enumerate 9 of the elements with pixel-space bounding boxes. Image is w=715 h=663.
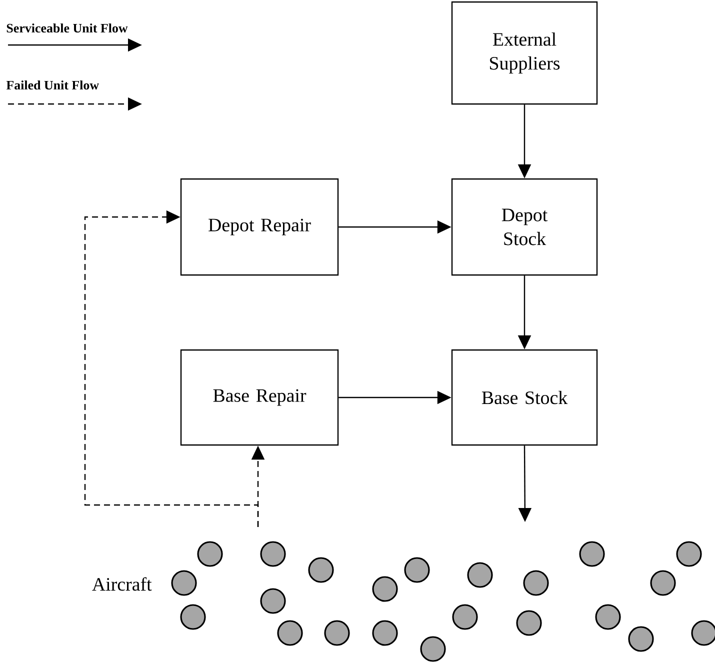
aircraft-label: Aircraft <box>92 577 152 591</box>
legend-text: Failed Unit Flow <box>6 80 99 90</box>
arrow <box>84 210 259 527</box>
repair-box: Depot Repair <box>180 178 339 276</box>
legend-text: Serviceable Unit Flow <box>6 23 128 33</box>
stock-box: Depot Stock <box>451 178 598 276</box>
supplier-box: External Suppliers <box>451 1 598 105</box>
stock-box: Base Stock <box>451 349 598 446</box>
repair-box: Base Repair <box>180 349 339 446</box>
